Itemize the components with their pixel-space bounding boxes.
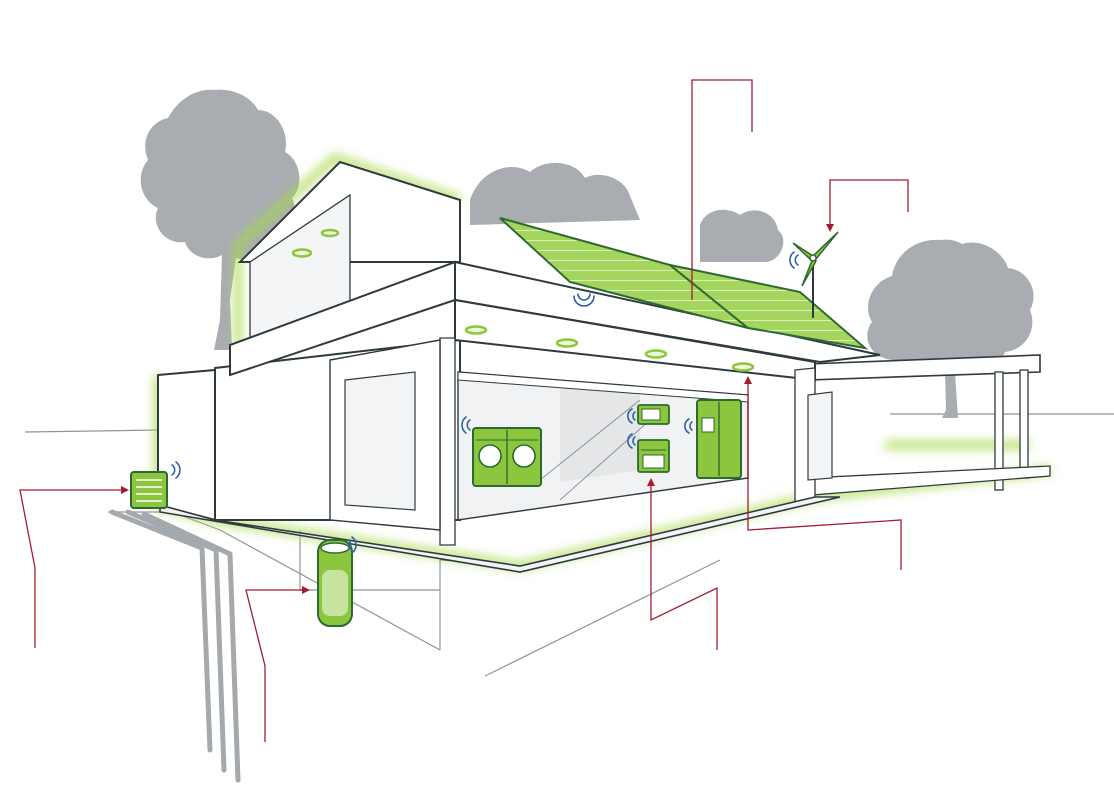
tree-right (867, 240, 1033, 418)
refrigerator-icon (697, 400, 741, 478)
callout-heat-pump (20, 490, 125, 648)
heat-pump-icon (131, 472, 167, 508)
callout-solar-panels (692, 80, 752, 300)
tree-background (470, 163, 783, 262)
callout-wind-turbine (830, 180, 908, 228)
washer-dryer-icon (473, 428, 541, 486)
oven-icon (638, 440, 669, 472)
microwave-icon (638, 405, 669, 424)
water-tank-icon (318, 540, 352, 626)
geothermal-pipes (112, 512, 238, 780)
callout-water-tank (246, 590, 306, 742)
carport (808, 355, 1050, 495)
